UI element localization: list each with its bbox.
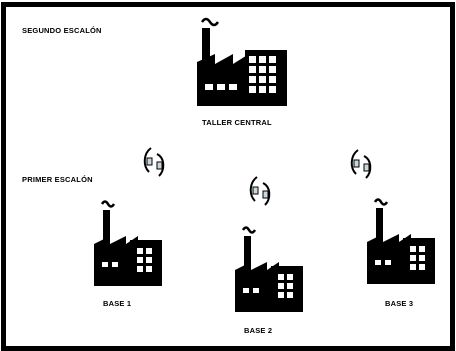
node-label-base3: BASE 3 xyxy=(385,299,414,308)
node-label-base2: BASE 2 xyxy=(244,326,273,335)
level-label-second: SEGUNDO ESCALÓN xyxy=(22,26,102,35)
wireless-link-icon-3 xyxy=(348,146,376,182)
wireless-link-icon-2 xyxy=(247,173,275,209)
node-label-base1: BASE 1 xyxy=(103,299,132,308)
node-label-central: TALLER CENTRAL xyxy=(202,118,272,127)
factory-icon-central xyxy=(191,14,287,106)
level-label-first: PRIMER ESCALÓN xyxy=(22,175,93,184)
factory-icon-base1 xyxy=(92,198,162,286)
factory-icon-base2 xyxy=(233,224,303,312)
factory-icon-base3 xyxy=(365,196,435,284)
wireless-link-icon-1 xyxy=(141,144,169,180)
